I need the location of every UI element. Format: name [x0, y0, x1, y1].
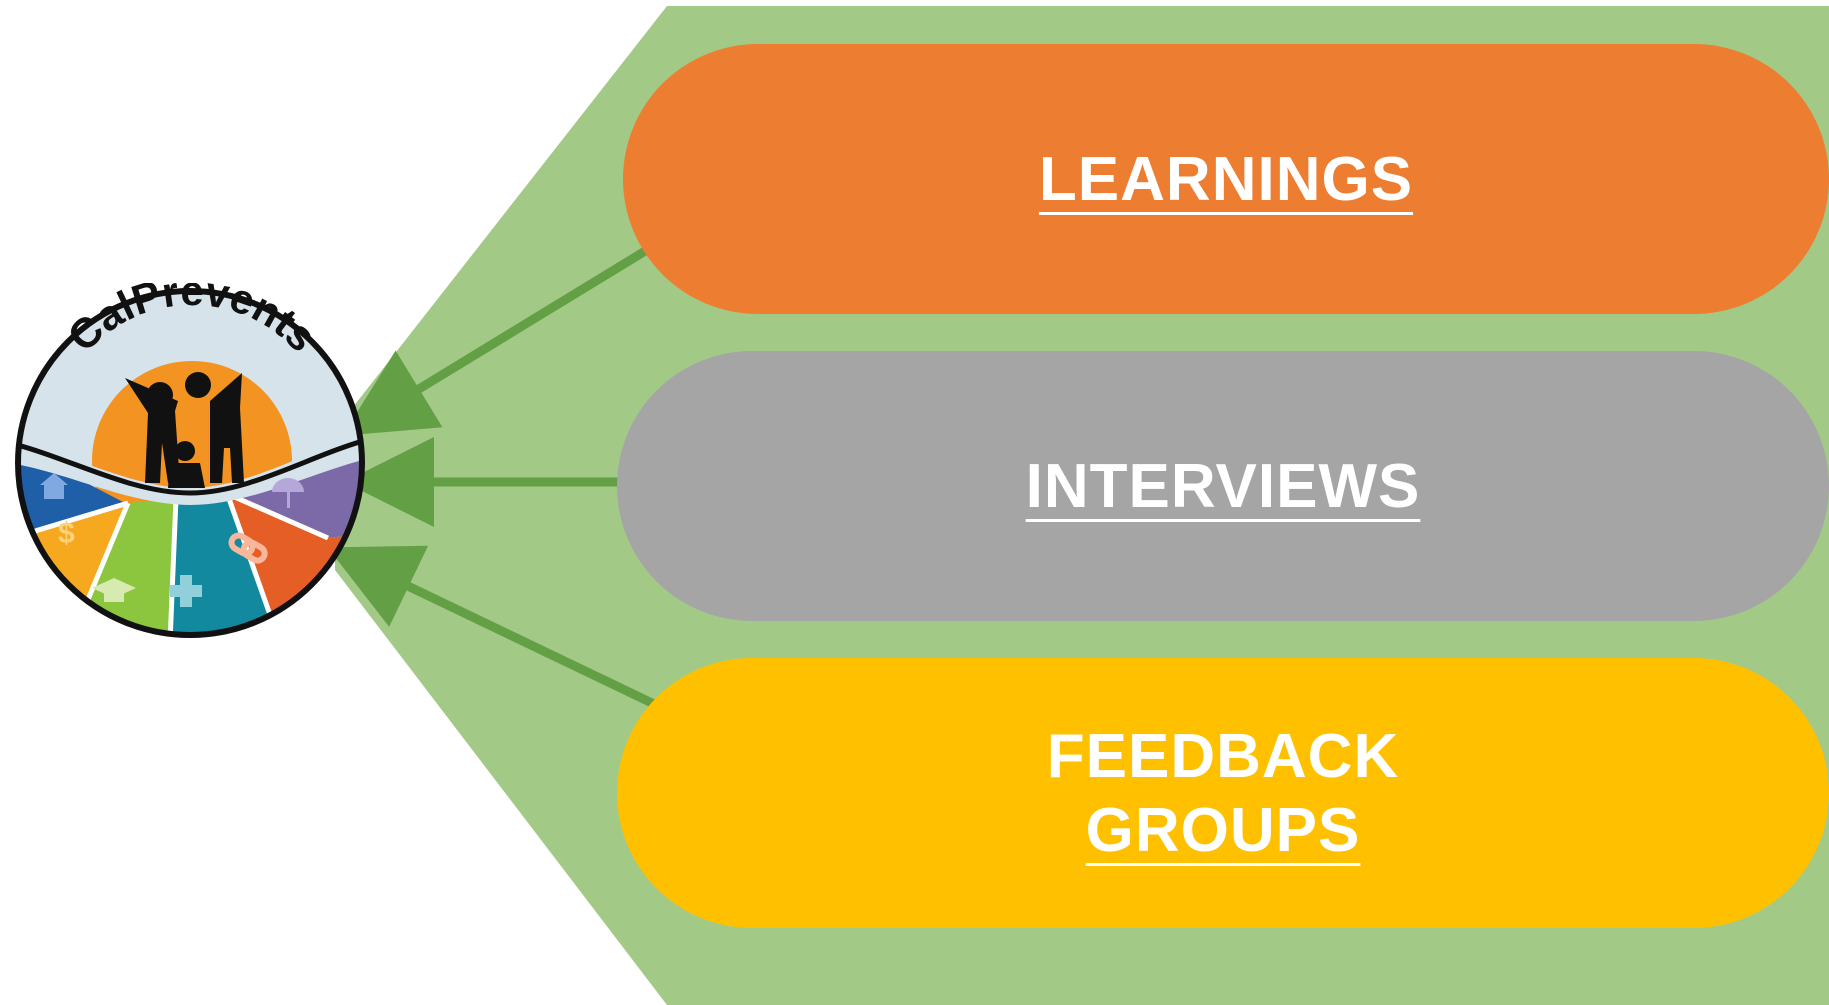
- link-icon: [228, 532, 268, 564]
- umbrella-icon: [272, 478, 304, 508]
- graduation-cap-icon: [92, 578, 136, 602]
- house-icon: [40, 473, 68, 499]
- feedback-line1: FEEDBACK: [1046, 722, 1400, 792]
- interviews-pill: INTERVIEWS: [617, 351, 1829, 621]
- plus-icon: [170, 575, 202, 607]
- interviews-link[interactable]: INTERVIEWS: [1025, 451, 1421, 521]
- arrow-feedback: [327, 545, 658, 710]
- arrow-learnings: [342, 241, 658, 436]
- feedback-groups-link[interactable]: GROUPS: [1085, 795, 1361, 865]
- learnings-link[interactable]: LEARNINGS: [1038, 144, 1414, 214]
- feedback-groups-pill: FEEDBACK GROUPS: [617, 658, 1829, 928]
- family-silhouette-icon: [125, 372, 244, 488]
- dollar-icon: $: [58, 517, 75, 550]
- calprevents-logo: $ CalPrevents: [15, 283, 365, 638]
- learnings-pill: LEARNINGS: [623, 44, 1829, 314]
